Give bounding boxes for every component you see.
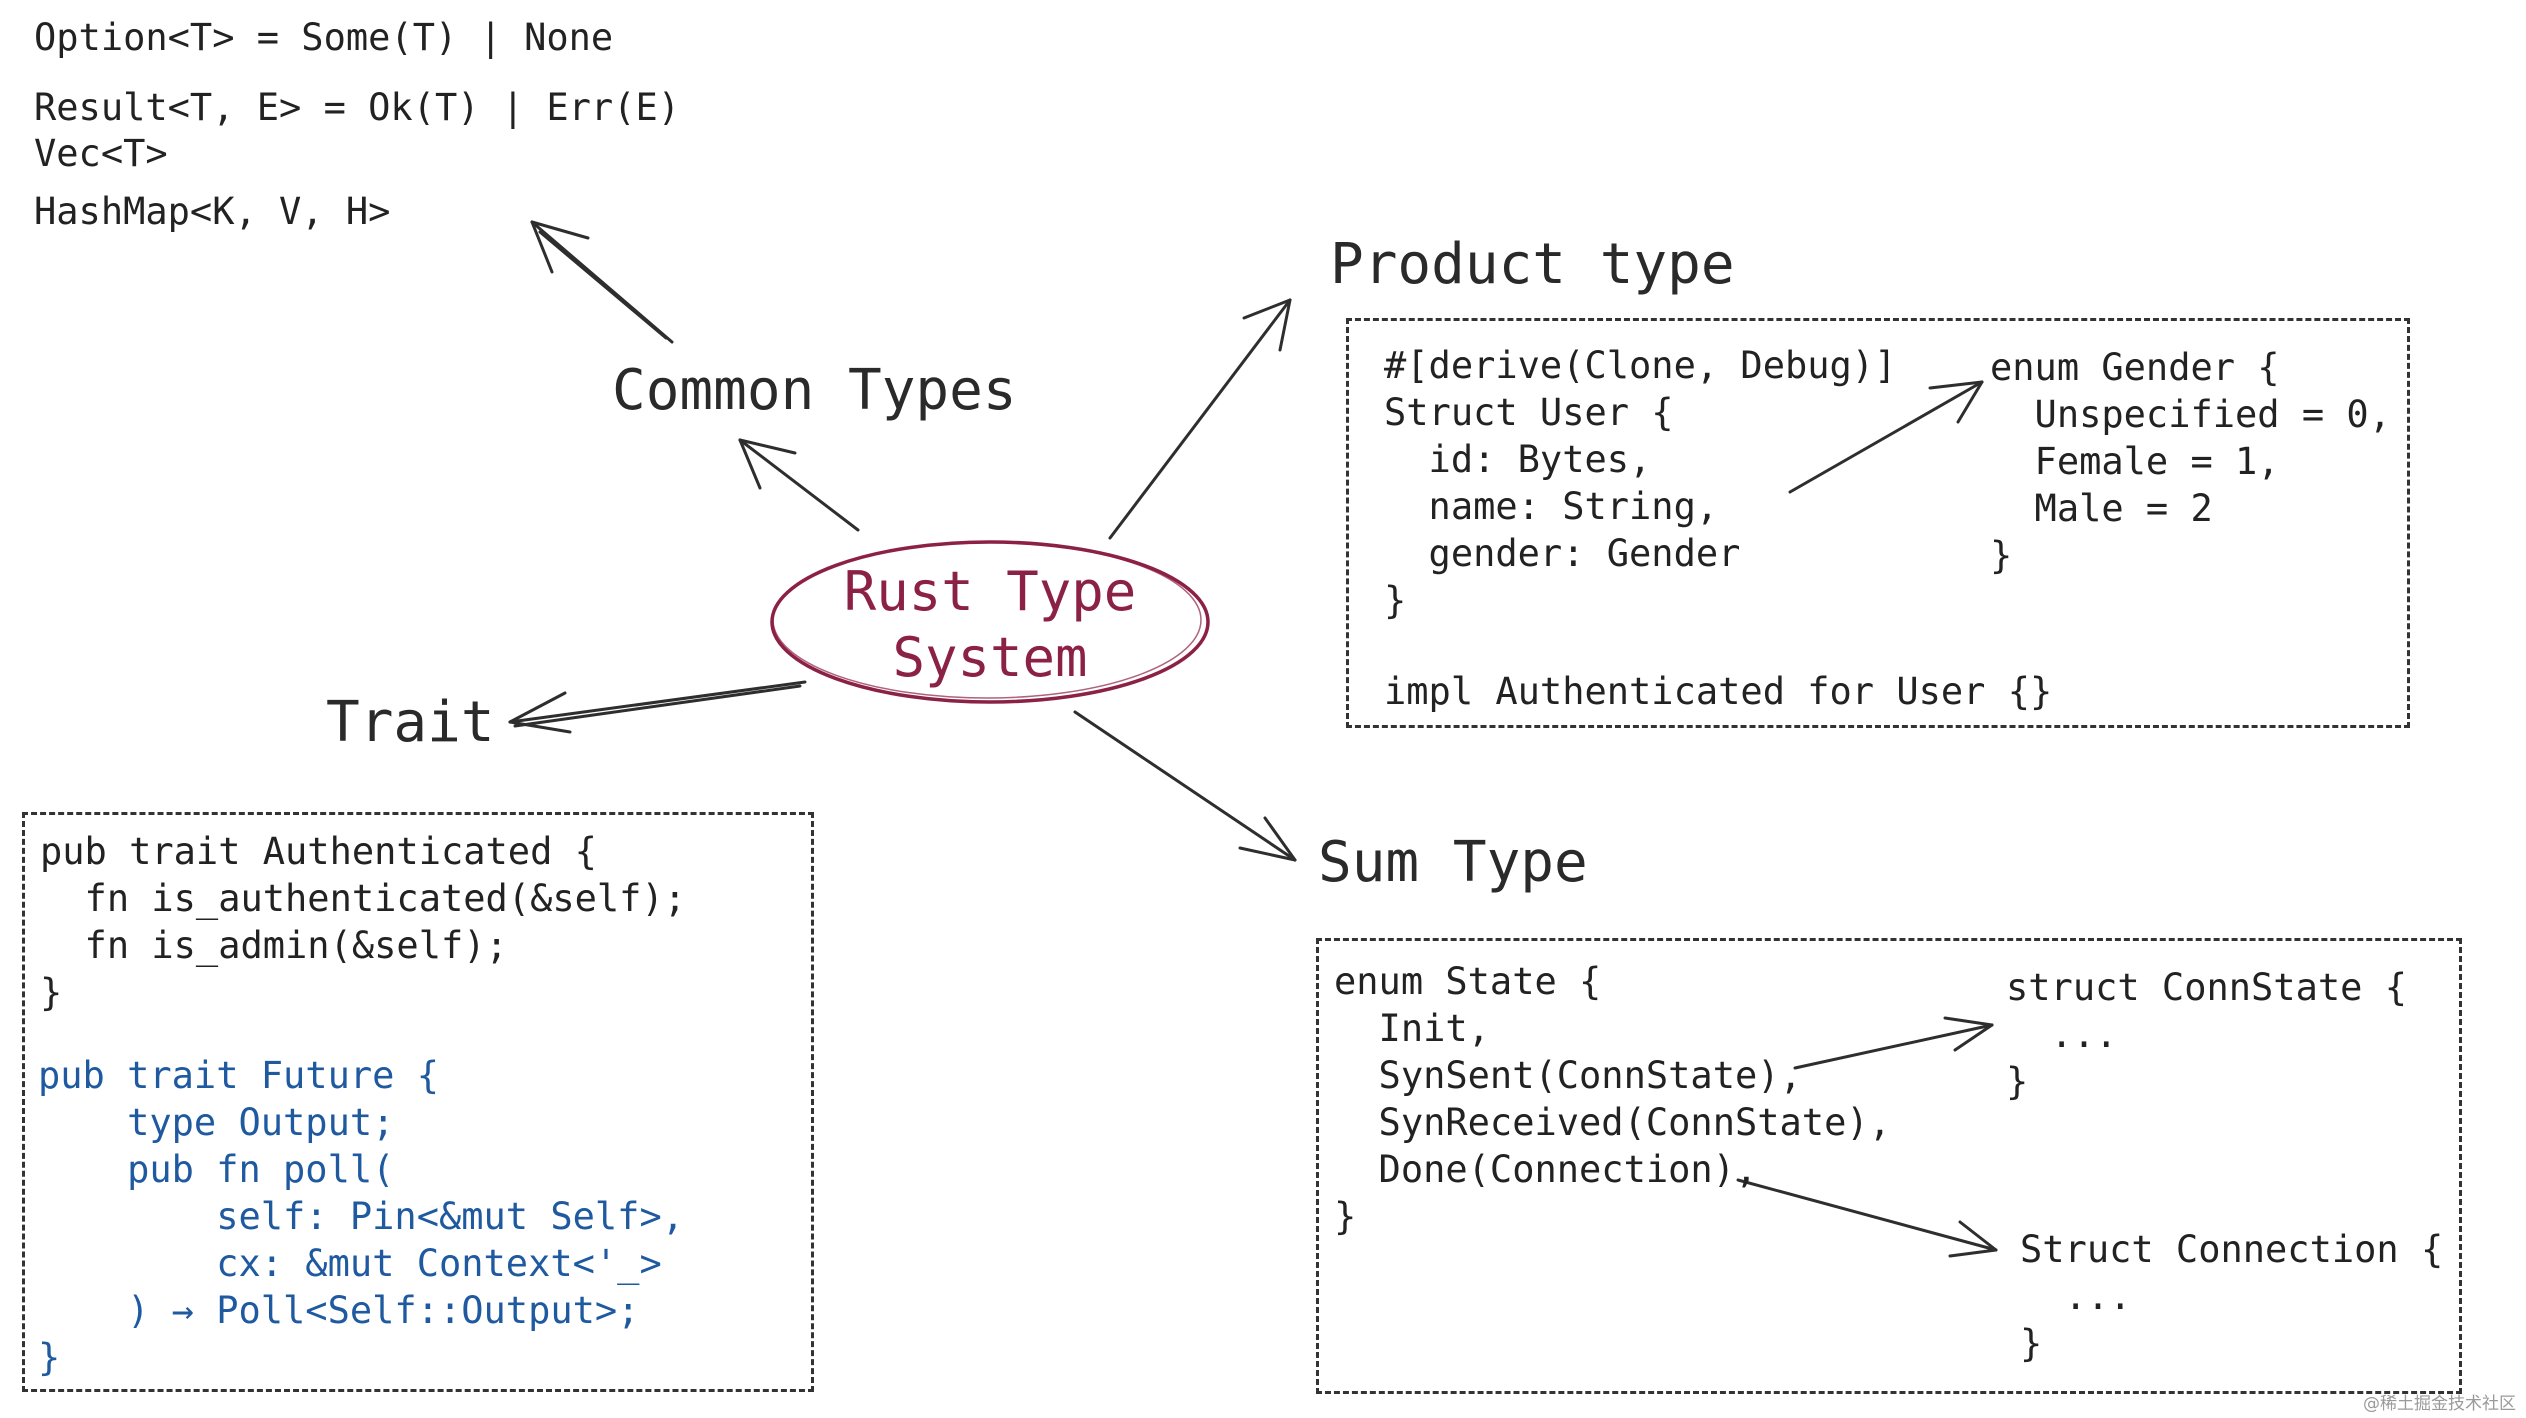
code-line: } <box>1990 534 2013 577</box>
impl-line-code: impl Authenticated for User {} <box>1384 668 2052 715</box>
arrow-connection <box>1736 1178 1998 1258</box>
code-line: impl Authenticated for User {} <box>1384 670 2053 713</box>
code-line: pub fn poll( <box>38 1148 395 1191</box>
product-type-heading: Product type <box>1330 232 1735 297</box>
user-struct-code: #[derive(Clone, Debug)]Struct User { id:… <box>1384 342 1896 624</box>
code-line: SynReceived(ConnState), <box>1334 1101 1891 1144</box>
connection-struct-code: Struct Connection { ...} <box>2020 1226 2443 1367</box>
code-line: ... <box>2006 1013 2118 1056</box>
common-types-line: HashMap<K, V, H> <box>34 190 391 233</box>
code-line: fn is_admin(&self); <box>40 924 508 967</box>
code-line: fn is_authenticated(&self); <box>40 877 687 920</box>
product-type-box <box>1346 318 2410 728</box>
code-line: type Output; <box>38 1101 395 1144</box>
code-line: gender: Gender <box>1384 532 1741 575</box>
center-label-line2: System <box>892 626 1088 689</box>
code-line: } <box>1334 1195 1357 1238</box>
arrow-to-product-type <box>1108 298 1292 540</box>
code-line: enum Gender { <box>1990 346 2280 389</box>
authenticated-trait-code: pub trait Authenticated { fn is_authenti… <box>40 828 686 1016</box>
code-line: ) → Poll<Self::Output>; <box>38 1289 640 1332</box>
code-line: Struct User { <box>1384 391 1674 434</box>
trait-heading: Trait <box>326 690 495 755</box>
sum-type-heading: Sum Type <box>1318 830 1588 895</box>
center-label-line1: Rust Type <box>843 560 1137 623</box>
code-line: } <box>40 971 63 1014</box>
code-line: } <box>2006 1060 2029 1103</box>
arrow-connstate <box>1793 1016 1994 1070</box>
arrow-to-sum-type <box>1073 710 1297 862</box>
gender-enum-code: enum Gender { Unspecified = 0, Female = … <box>1990 344 2391 579</box>
code-line: name: String, <box>1384 485 1719 528</box>
code-line: ... <box>2020 1275 2132 1318</box>
code-line: } <box>38 1336 61 1379</box>
common-types-line: Option<T> = Some(T) | None <box>34 16 614 59</box>
trait-box <box>22 812 814 1392</box>
arrow-to-common-types <box>738 438 860 532</box>
sum-type-box <box>1316 938 2462 1394</box>
code-line: pub trait Future { <box>38 1054 439 1097</box>
code-line: SynSent(ConnState), <box>1334 1054 1802 1097</box>
code-line: Female = 1, <box>1990 440 2280 483</box>
code-line: } <box>2020 1322 2043 1365</box>
connstate-struct-code: struct ConnState { ...} <box>2006 964 2407 1105</box>
common-types-heading: Common Types <box>612 358 1017 423</box>
arrow-to-trait <box>508 680 807 734</box>
arrow-to-common-list <box>530 220 674 344</box>
code-line: struct ConnState { <box>2006 966 2407 1009</box>
code-line: Struct Connection { <box>2020 1228 2444 1271</box>
state-enum-code: enum State { Init, SynSent(ConnState), S… <box>1334 958 1891 1240</box>
code-line: self: Pin<&mut Self>, <box>38 1195 685 1238</box>
code-line: cx: &mut Context<'_> <box>38 1242 662 1285</box>
code-line: Unspecified = 0, <box>1990 393 2391 436</box>
code-line: #[derive(Clone, Debug)] <box>1384 344 1897 387</box>
code-line: pub trait Authenticated { <box>40 830 597 873</box>
code-line: Male = 2 <box>1990 487 2213 530</box>
future-trait-code: pub trait Future { type Output; pub fn p… <box>38 1052 684 1381</box>
common-types-line: Result<T, E> = Ok(T) | Err(E) <box>34 86 681 129</box>
arrow-gender-to-enum <box>1788 380 1984 494</box>
code-line: } <box>1384 579 1407 622</box>
code-line: enum State { <box>1334 960 1602 1003</box>
code-line: Done(Connection), <box>1334 1148 1758 1191</box>
watermark: @稀土掘金技术社区 <box>2363 1394 2516 1414</box>
common-types-line: Vec<T> <box>34 132 168 175</box>
code-line: id: Bytes, <box>1384 438 1652 481</box>
code-line: Init, <box>1334 1007 1490 1050</box>
center-node: Rust Type System <box>770 545 1210 705</box>
